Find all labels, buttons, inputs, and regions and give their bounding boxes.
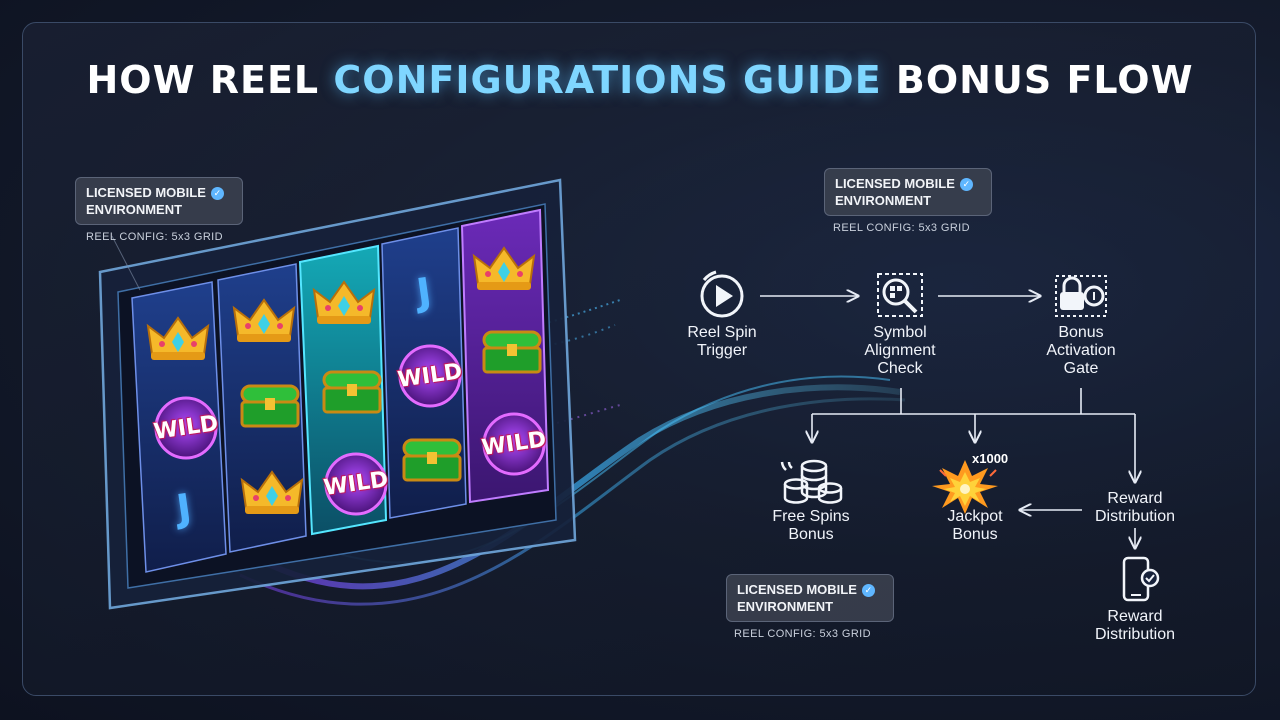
reward-dist-line2: Distribution [1094, 508, 1176, 525]
reel-spin-trigger-label: Reel Spin Trigger [647, 324, 797, 360]
treasure-chest-symbol [240, 384, 300, 428]
badge-1-line1: LICENSED MOBILE [86, 185, 206, 200]
treasure-chest-symbol [322, 370, 382, 414]
verified-check-icon: ✓ [861, 584, 875, 597]
symbol-alignment-check-label: Symbol Alignment Check [825, 324, 975, 378]
jackpot-multiplier: x1000 [972, 451, 1009, 466]
title-part-1: HOW REEL [86, 58, 334, 102]
badge-1-line2: ENVIRONMENT [86, 202, 183, 217]
jackpot-line2: Bonus [952, 526, 998, 543]
title-part-3: BONUS FLOW [881, 58, 1194, 102]
burst-icon [932, 460, 998, 514]
bonus-activation-gate-label: Bonus Activation Gate [1006, 324, 1156, 378]
final-reward-line2: Distribution [1094, 626, 1176, 643]
reel-config-1: REEL CONFIG: 5x3 GRID [86, 231, 223, 243]
treasure-chest-symbol [402, 438, 462, 482]
wild-symbol [482, 412, 546, 476]
reward-distribution-label: Reward Distribution [1060, 490, 1210, 526]
free-spins-line1: Free Spins [772, 508, 850, 525]
reward-dist-line1: Reward [1107, 490, 1163, 507]
crown-symbol [312, 280, 376, 324]
symbol-check-line2: Alignment [864, 342, 936, 359]
treasure-chest-symbol [482, 330, 542, 374]
badge-3-line1: LICENSED MOBILE [737, 582, 857, 597]
free-spins-bonus-label: Free Spins Bonus [736, 508, 886, 544]
page-title: HOW REEL CONFIGURATIONS GUIDE BONUS FLOW [0, 58, 1280, 102]
reel-config-2: REEL CONFIG: 5x3 GRID [833, 222, 970, 234]
crown-symbol [232, 298, 296, 342]
final-reward-line1: Reward [1107, 608, 1163, 625]
magnifier-grid-icon [877, 273, 923, 317]
badge-2-line2: ENVIRONMENT [835, 193, 932, 208]
bonus-gate-line3: Gate [1063, 360, 1099, 377]
crown-symbol [240, 470, 304, 514]
reel-spin-line2: Trigger [696, 342, 748, 359]
wild-symbol [324, 452, 388, 516]
crown-symbol [146, 316, 210, 360]
license-badge-1: LICENSED MOBILE ✓ ENVIRONMENT [75, 177, 243, 225]
bonus-gate-line2: Activation [1046, 342, 1116, 359]
reel-symbols [146, 246, 546, 516]
badge-3-line2: ENVIRONMENT [737, 599, 834, 614]
reel-spin-line1: Reel Spin [687, 324, 757, 341]
reel-config-3: REEL CONFIG: 5x3 GRID [734, 628, 871, 640]
badge-2-line1: LICENSED MOBILE [835, 176, 955, 191]
jackpot-line1: Jackpot [947, 508, 1003, 525]
flow-connectors [760, 296, 1135, 548]
final-reward-distribution-label: Reward Distribution [1060, 608, 1210, 644]
verified-check-icon: ✓ [959, 178, 973, 191]
wild-symbol [154, 396, 218, 460]
jackpot-bonus-label: Jackpot Bonus [900, 508, 1050, 544]
symbol-check-line3: Check [877, 360, 923, 377]
license-badge-3: LICENSED MOBILE ✓ ENVIRONMENT [726, 574, 894, 622]
crown-symbol [472, 246, 536, 290]
verified-check-icon: ✓ [210, 187, 224, 200]
coin-stack-icon [780, 459, 843, 504]
phone-check-icon [1122, 556, 1160, 602]
lock-icon [1055, 275, 1107, 317]
symbol-check-line1: Symbol [873, 324, 927, 341]
wild-symbol [398, 344, 462, 408]
title-part-2: CONFIGURATIONS GUIDE [333, 58, 882, 102]
bonus-gate-line1: Bonus [1058, 324, 1104, 341]
play-icon [700, 270, 744, 318]
license-badge-2: LICENSED MOBILE ✓ ENVIRONMENT [824, 168, 992, 216]
free-spins-line2: Bonus [788, 526, 834, 543]
